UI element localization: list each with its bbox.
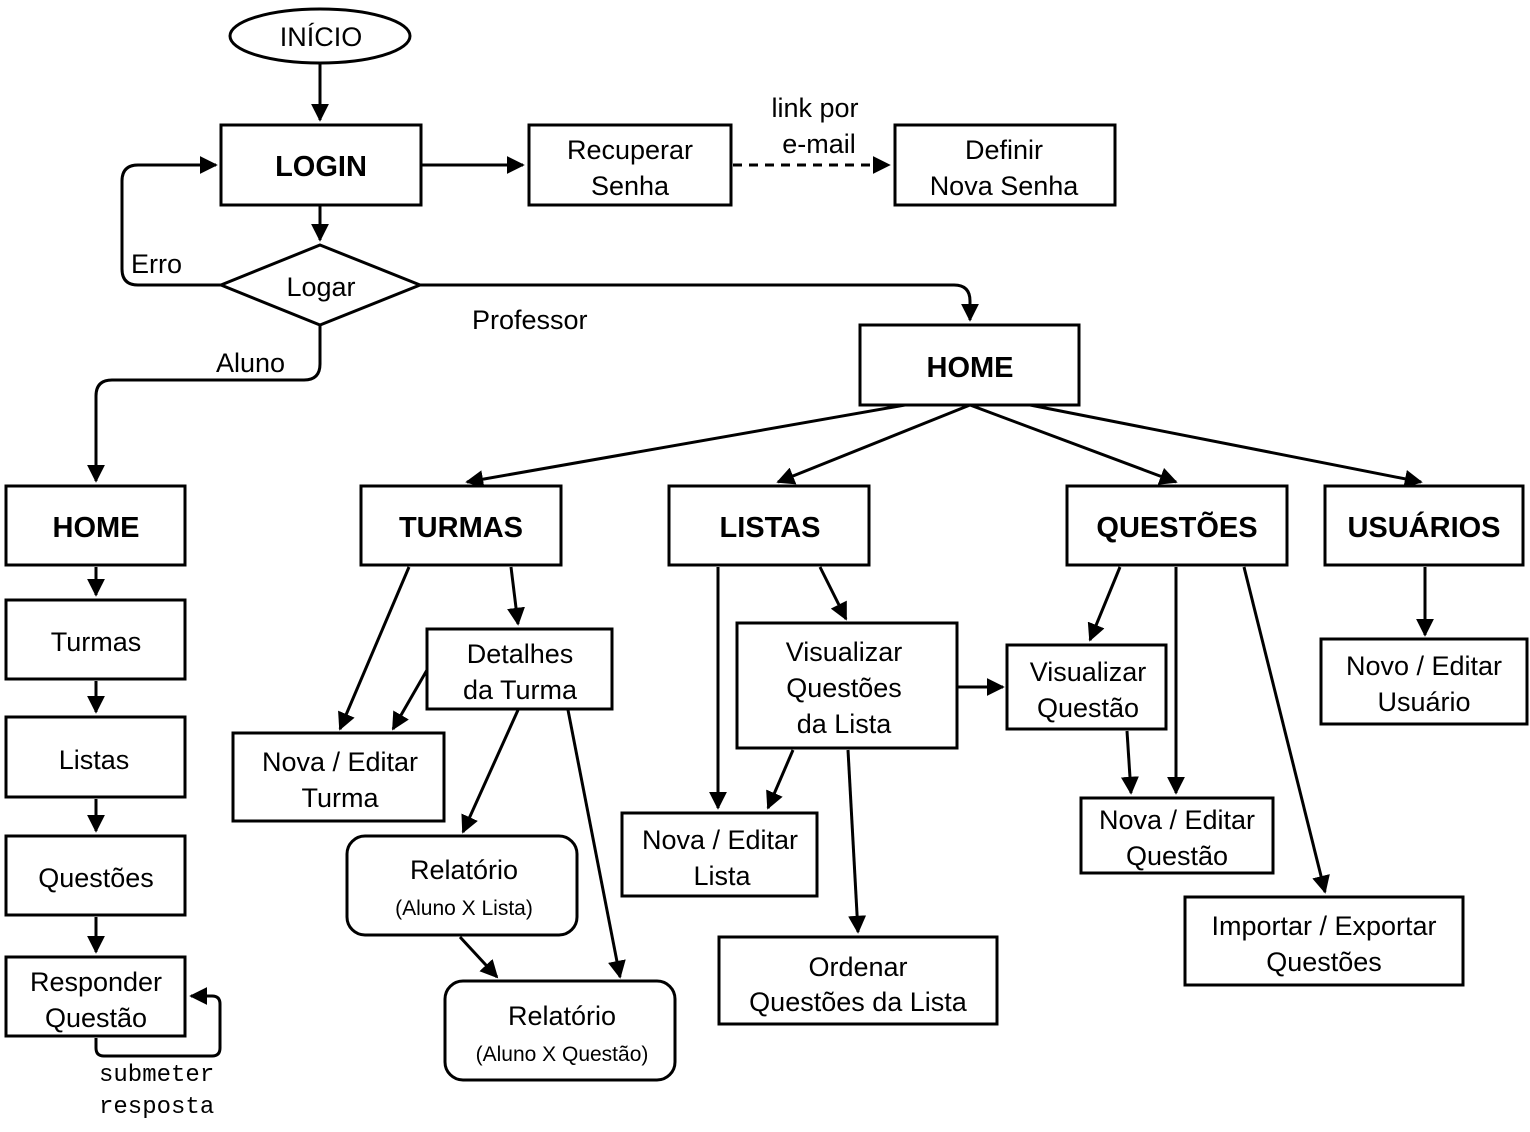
node-nova-turma-line2: Turma xyxy=(301,783,379,813)
node-responder-questao: Responder Questão xyxy=(4,955,187,1038)
node-nova-questao-line1: Nova / Editar xyxy=(1099,805,1255,835)
node-turmas-label: TURMAS xyxy=(399,512,523,544)
node-rel-questao-line2: (Aluno X Questão) xyxy=(476,1043,649,1066)
edge-logar-professor-home xyxy=(420,283,979,322)
node-importar-line1: Importar / Exportar xyxy=(1211,911,1436,941)
node-responder-line1: Responder xyxy=(30,967,162,997)
node-nova-turma-line1: Nova / Editar xyxy=(262,747,418,777)
node-logar-label: Logar xyxy=(286,272,355,302)
node-importar-line2: Questões xyxy=(1266,947,1382,977)
edge-listas-vis-lista xyxy=(818,566,848,621)
label-professor: Professor xyxy=(472,305,588,335)
node-detalhes-line1: Detalhes xyxy=(467,639,574,669)
node-ordenar-line2: Questões da Lista xyxy=(749,987,968,1017)
node-listas-label: LISTAS xyxy=(720,512,821,544)
label-resposta: resposta xyxy=(99,1094,214,1121)
node-aluno-questoes: Questões xyxy=(4,834,187,917)
label-submeter: submeter xyxy=(99,1062,214,1089)
node-definir-line1: Definir xyxy=(965,135,1043,165)
node-novo-usuario: Novo / Editar Usuário xyxy=(1319,637,1529,726)
label-e-mail: e-mail xyxy=(782,129,856,159)
node-relatorio-questao: Relatório (Aluno X Questão) xyxy=(443,979,677,1082)
edge-vis-questao-nova-questao xyxy=(1120,730,1139,795)
node-nova-lista: Nova / Editar Lista xyxy=(620,811,819,898)
node-home-aluno-label: HOME xyxy=(53,512,140,544)
node-nova-questao: Nova / Editar Questão xyxy=(1079,796,1275,875)
edge-detalhes-rel-questao xyxy=(566,709,626,979)
node-aluno-turmas: Turmas xyxy=(4,598,187,681)
node-questoes-label: QUESTÕES xyxy=(1096,510,1257,544)
node-vis-questao-line2: Questão xyxy=(1037,693,1139,723)
label-erro: Erro xyxy=(131,249,182,279)
node-aluno-questoes-label: Questões xyxy=(38,863,154,893)
edge-logar-aluno-home xyxy=(87,325,322,483)
edge-vis-lista-nova-lista xyxy=(766,749,795,810)
node-recuperar-line2: Senha xyxy=(591,171,670,201)
edge-rel-lista-rel-questao xyxy=(458,935,499,979)
node-vis-lista-line3: da Lista xyxy=(797,709,893,739)
node-recuperar-senha: Recuperar Senha xyxy=(527,123,733,207)
node-definir-line2: Nova Senha xyxy=(930,171,1080,201)
node-vis-questao-line1: Visualizar xyxy=(1030,657,1147,687)
node-rel-lista-line2: (Aluno X Lista) xyxy=(395,897,533,920)
node-login-label: LOGIN xyxy=(275,151,367,183)
edge-home-usuarios xyxy=(1029,403,1423,488)
edge-turmas-nova-turma xyxy=(338,566,411,731)
node-vis-lista-line2: Questões xyxy=(786,673,902,703)
node-inicio: INÍCIO xyxy=(228,7,412,65)
node-visualizar-questoes-lista: Visualizar Questões da Lista xyxy=(735,621,959,750)
node-inicio-label: INÍCIO xyxy=(280,22,363,52)
node-visualizar-questao: Visualizar Questão xyxy=(1005,643,1168,731)
edge-turmas-detalhes xyxy=(507,566,525,626)
label-aluno: Aluno xyxy=(216,348,285,378)
label-link-por: link por xyxy=(771,93,858,123)
node-aluno-listas-label: Listas xyxy=(59,745,130,775)
node-nova-lista-line1: Nova / Editar xyxy=(642,825,798,855)
node-novo-usuario-line1: Novo / Editar xyxy=(1346,651,1502,681)
node-turmas: TURMAS xyxy=(359,484,563,567)
edge-labels: link por e-mail Erro Professor Aluno sub… xyxy=(99,93,859,1121)
node-responder-line2: Questão xyxy=(45,1003,147,1033)
node-detalhes-turma: Detalhes da Turma xyxy=(425,627,614,711)
edge-vis-lista-ordenar xyxy=(846,749,867,934)
node-definir-senha: Definir Nova Senha xyxy=(893,123,1117,207)
node-home-professor: HOME xyxy=(858,323,1081,407)
edge-logar-erro-login xyxy=(120,156,221,287)
node-rel-lista-line1: Relatório xyxy=(410,855,518,885)
node-questoes: QUESTÕES xyxy=(1065,484,1289,567)
node-nova-questao-line2: Questão xyxy=(1126,841,1228,871)
node-ordenar-line1: Ordenar xyxy=(808,952,907,982)
edge-home-questoes xyxy=(969,403,1178,485)
edges xyxy=(87,63,1434,1058)
node-logar-decision: Logar xyxy=(216,243,425,327)
node-detalhes-line2: da Turma xyxy=(463,675,578,705)
edge-detalhes-rel-lista xyxy=(461,709,520,834)
node-ordenar-questoes: Ordenar Questões da Lista xyxy=(717,935,999,1026)
edge-home-turmas xyxy=(465,403,906,489)
node-usuarios-label: USUÁRIOS xyxy=(1347,510,1500,544)
edge-submeter-loop xyxy=(94,987,222,1058)
edge-questoes-importar xyxy=(1242,566,1330,894)
node-importar-exportar: Importar / Exportar Questões xyxy=(1183,895,1465,987)
edge-home-listas xyxy=(776,403,971,485)
node-nova-lista-line2: Lista xyxy=(693,861,751,891)
node-aluno-listas: Listas xyxy=(4,715,187,799)
node-relatorio-lista: Relatório (Aluno X Lista) xyxy=(345,834,579,937)
node-aluno-turmas-label: Turmas xyxy=(51,627,142,657)
node-login: LOGIN xyxy=(219,123,423,207)
node-rel-questao-line1: Relatório xyxy=(508,1001,616,1031)
node-home-aluno: HOME xyxy=(4,484,187,567)
node-listas: LISTAS xyxy=(667,484,871,567)
edge-detalhes-nova-turma xyxy=(391,669,429,731)
node-novo-usuario-line2: Usuário xyxy=(1377,687,1470,717)
node-vis-lista-line1: Visualizar xyxy=(786,637,903,667)
edge-questoes-vis-questao xyxy=(1087,566,1122,642)
node-home-professor-label: HOME xyxy=(927,352,1014,384)
node-recuperar-line1: Recuperar xyxy=(567,135,693,165)
node-nova-turma: Nova / Editar Turma xyxy=(231,731,446,823)
node-usuarios: USUÁRIOS xyxy=(1323,484,1525,567)
